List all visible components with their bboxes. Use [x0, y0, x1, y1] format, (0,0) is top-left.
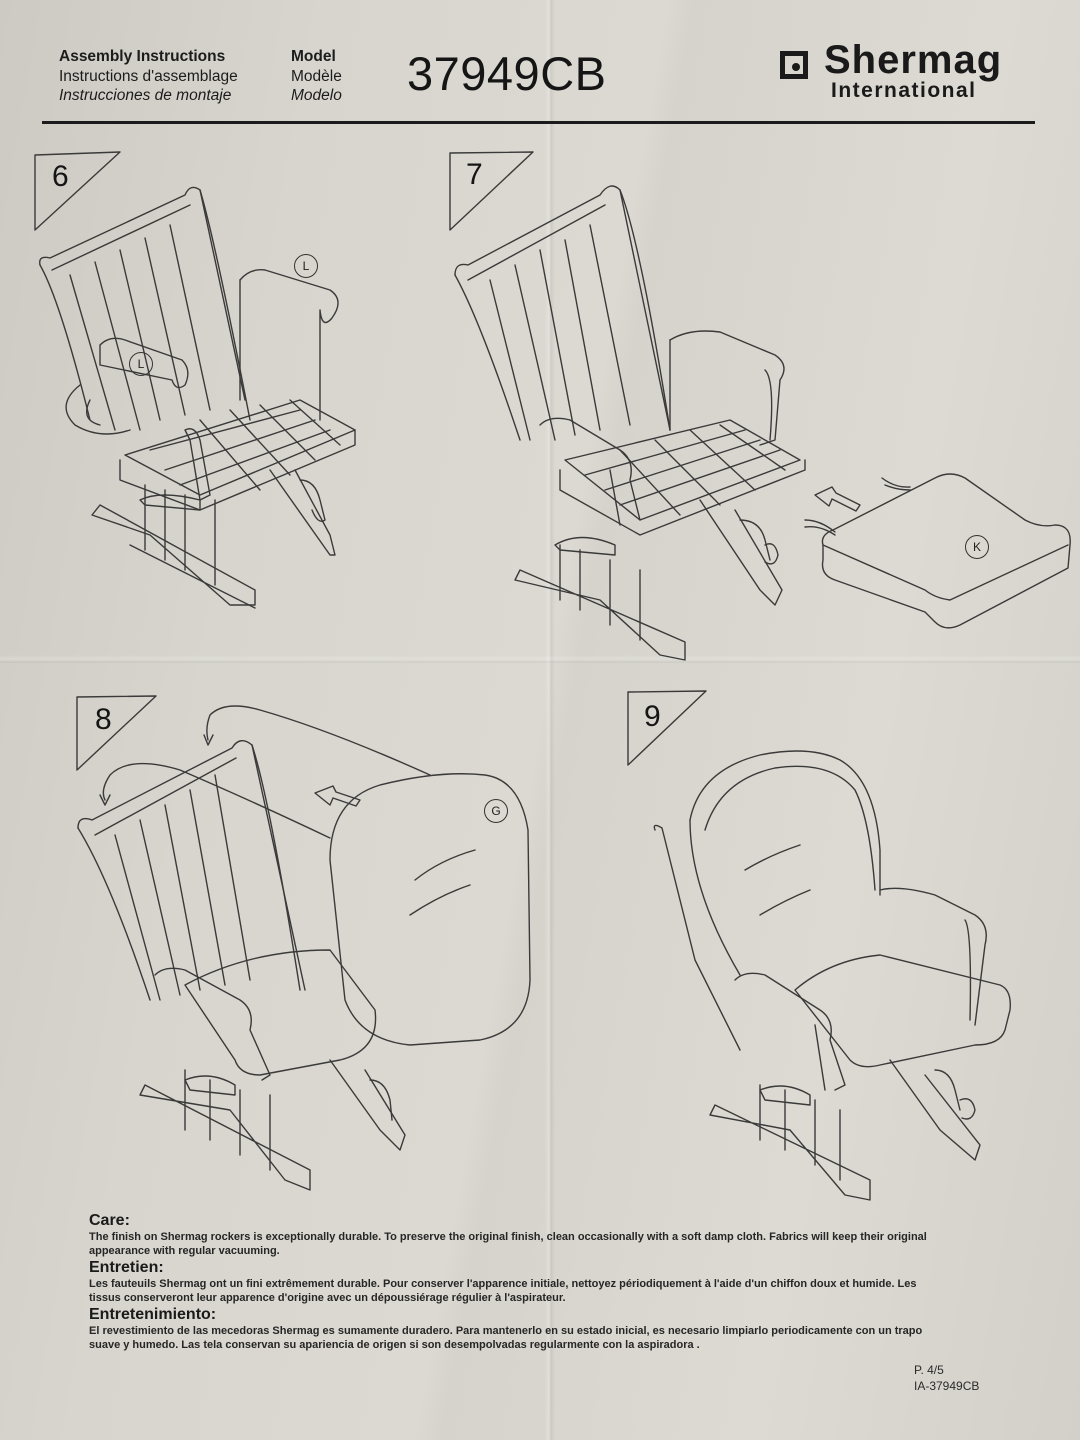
care-text-fr: Les fauteuils Shermag ont un fini extrêm…: [89, 1278, 917, 1304]
page-number: P. 4/5: [914, 1363, 944, 1377]
paper-fold-horizontal: [0, 655, 1080, 663]
care-heading-fr: Entretien:: [89, 1259, 164, 1276]
part-label-k: K: [965, 535, 989, 559]
step-number: 9: [644, 700, 661, 733]
page-footer: P. 4/5 IA-37949CB: [914, 1362, 979, 1394]
title-block: Assembly Instructions Instructions d'ass…: [59, 47, 238, 106]
title-fr: Instructions d'assemblage: [59, 67, 238, 85]
brand-subtitle: International: [831, 79, 977, 102]
part-label-l: L: [129, 352, 153, 376]
document-id: IA-37949CB: [914, 1379, 980, 1393]
brand-name: Shermag: [824, 38, 1003, 82]
care-section: Care: The finish on Shermag rockers is e…: [89, 1212, 949, 1353]
part-label-g: G: [484, 799, 508, 823]
step-number: 7: [466, 158, 483, 191]
title-en: Assembly Instructions: [59, 48, 226, 65]
paper-fold-vertical: [545, 0, 555, 1440]
step-number: 8: [95, 703, 112, 736]
care-text-es: El revestimiento de las mecedoras Sherma…: [89, 1325, 923, 1351]
step-number: 6: [52, 160, 69, 193]
title-es: Instrucciones de montaje: [59, 87, 232, 104]
care-heading-en: Care:: [89, 1212, 130, 1229]
care-heading-es: Entretenimiento:: [89, 1306, 217, 1323]
model-label-es: Modelo: [291, 87, 342, 104]
header-divider: [42, 121, 1035, 124]
model-label-en: Model: [291, 48, 336, 65]
care-text-en: The finish on Shermag rockers is excepti…: [89, 1231, 927, 1257]
model-number: 37949CB: [407, 47, 607, 100]
square-dot-logo-icon: [780, 51, 808, 79]
model-label-block: Model Modèle Modelo: [291, 47, 342, 106]
part-label-l: L: [294, 254, 318, 278]
model-label-fr: Modèle: [291, 67, 342, 85]
